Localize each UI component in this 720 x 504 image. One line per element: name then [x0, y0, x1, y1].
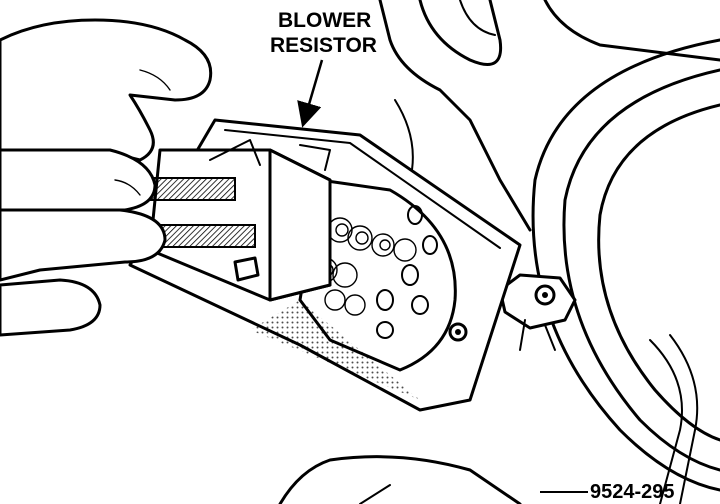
heater-housing — [378, 0, 720, 232]
resistor-ceramic-holes — [376, 205, 438, 339]
callout-arrow — [297, 59, 324, 128]
figure-number: 9524-295 — [590, 481, 675, 503]
callout-line-2: RESISTOR — [270, 34, 377, 57]
resistor-element — [250, 178, 457, 400]
blower-motor-housing — [531, 38, 720, 504]
blower-resistor-callout: BLOWER RESISTOR — [270, 9, 377, 128]
technician-hand — [0, 18, 213, 337]
resistor-coils — [312, 217, 417, 316]
lower-housing-edge — [278, 455, 522, 504]
callout-line-1: BLOWER — [278, 9, 371, 32]
mounting-bolt — [498, 273, 577, 351]
wiring-connector — [148, 139, 332, 302]
figure-number-block: 9524-295 — [540, 481, 675, 503]
